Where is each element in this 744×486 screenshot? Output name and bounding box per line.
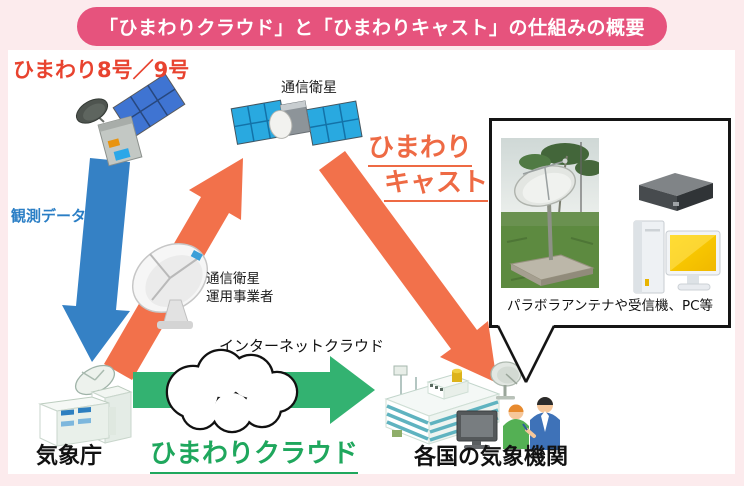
comm-satellite-label: 通信衛星 [281, 80, 337, 96]
internet-cloud-label: インターネットクラウド [219, 337, 385, 355]
equipment-callout-box: パラボラアンテナや受信機、PC等 [489, 118, 731, 328]
receiver-icon [639, 173, 713, 211]
jma-label: 気象庁 [36, 444, 103, 469]
himawari-cast-label: ひまわり キャスト [368, 133, 489, 202]
foreign-agencies-label: 各国の気象機関 [414, 445, 569, 470]
people-icon [503, 397, 560, 450]
cast-arrow [319, 151, 497, 383]
operator-label-line1: 通信衛星 [206, 271, 260, 287]
himawari-cast-line2: キャスト [384, 168, 489, 202]
callout-tail [496, 325, 556, 383]
title-banner: 「ひまわりクラウド」と「ひまわりキャスト」の仕組みの概要 [76, 7, 668, 46]
jma-building-icon [38, 364, 133, 447]
operator-label-line2: 運用事業者 [206, 288, 274, 305]
observation-data-label: 観測データ [11, 207, 87, 225]
monitor-icon [456, 410, 498, 449]
small-dish-icon [490, 361, 522, 400]
parabola-antenna-photo [501, 138, 599, 288]
himawari-cast-line1: ひまわり [368, 133, 473, 167]
title-text: 「ひまわりクラウド」と「ひまわりキャスト」の仕組みの概要 [98, 17, 646, 39]
cloud-icon [165, 348, 299, 434]
equipment-caption: パラボラアンテナや受信機、PC等 [506, 298, 714, 314]
himawari-satellite-icon [75, 73, 186, 167]
comm-satellite-icon [230, 99, 363, 146]
pc-icon [633, 220, 721, 294]
operator-dish-icon [131, 243, 209, 329]
himawari-satellite-label: ひまわり8号／9号 [13, 58, 190, 82]
himawari-cloud-label: ひまわりクラウド [150, 438, 359, 474]
operator-label: 通信衛星 運用事業者 [206, 271, 274, 306]
observation-arrow [62, 158, 130, 362]
